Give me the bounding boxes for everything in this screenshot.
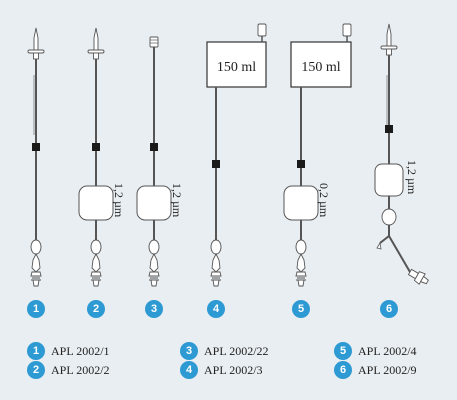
legend-label: APL 2002/22: [204, 343, 269, 358]
legend-item-3: 3 APL 2002/22: [180, 342, 269, 360]
legend-item-4: 4 APL 2002/3: [180, 361, 263, 379]
legend-label: APL 2002/9: [358, 362, 417, 377]
legend-item-5: 5 APL 2002/4: [334, 342, 417, 360]
device-2: 1,2 µm: [78, 27, 126, 287]
legend-label: APL 2002/2: [51, 362, 110, 377]
bag-label-4: 150 ml: [217, 60, 256, 75]
filter-label-6: 1,2 µm: [405, 160, 419, 195]
device-badge-4: 4: [207, 300, 225, 318]
legend-label: APL 2002/1: [51, 343, 110, 358]
legend-badge: 6: [334, 361, 352, 379]
device-3: 1,2 µm: [136, 36, 184, 287]
legend-label: APL 2002/3: [204, 362, 263, 377]
device-badge-1: 1: [27, 300, 45, 318]
filter-3: [136, 185, 172, 221]
device-badge-3: 3: [145, 300, 163, 318]
injection-site-1: [30, 239, 42, 255]
device-5: 150 ml 0,2 µm: [283, 23, 352, 287]
filter-5: [283, 185, 319, 221]
legend-item-6: 6 APL 2002/9: [334, 361, 417, 379]
filter-6: [374, 163, 404, 197]
bag-5: [290, 41, 352, 88]
clamp-1: [32, 143, 40, 151]
device-1: [27, 27, 45, 287]
legend-badge: 1: [27, 342, 45, 360]
legend-item-1: 1 APL 2002/1: [27, 342, 110, 360]
legend-badge: 4: [180, 361, 198, 379]
filter-label-3: 1,2 µm: [170, 183, 184, 218]
bag-label-5: 150 ml: [301, 60, 340, 75]
legend-badge: 5: [334, 342, 352, 360]
device-6: 1,2 µm: [374, 23, 429, 285]
legend-item-2: 2 APL 2002/2: [27, 361, 110, 379]
device-badge-2: 2: [87, 300, 105, 318]
legend-badge: 3: [180, 342, 198, 360]
bag-4: [206, 41, 267, 88]
legend-label: APL 2002/4: [358, 343, 417, 358]
legend-badge: 2: [27, 361, 45, 379]
device-badge-6: 6: [380, 300, 398, 318]
filter-2: [78, 185, 114, 221]
device-4: 150 ml: [206, 23, 267, 287]
filter-label-2: 1,2 µm: [112, 183, 126, 218]
filter-label-5: 0,2 µm: [317, 183, 331, 218]
device-badge-5: 5: [292, 300, 310, 318]
